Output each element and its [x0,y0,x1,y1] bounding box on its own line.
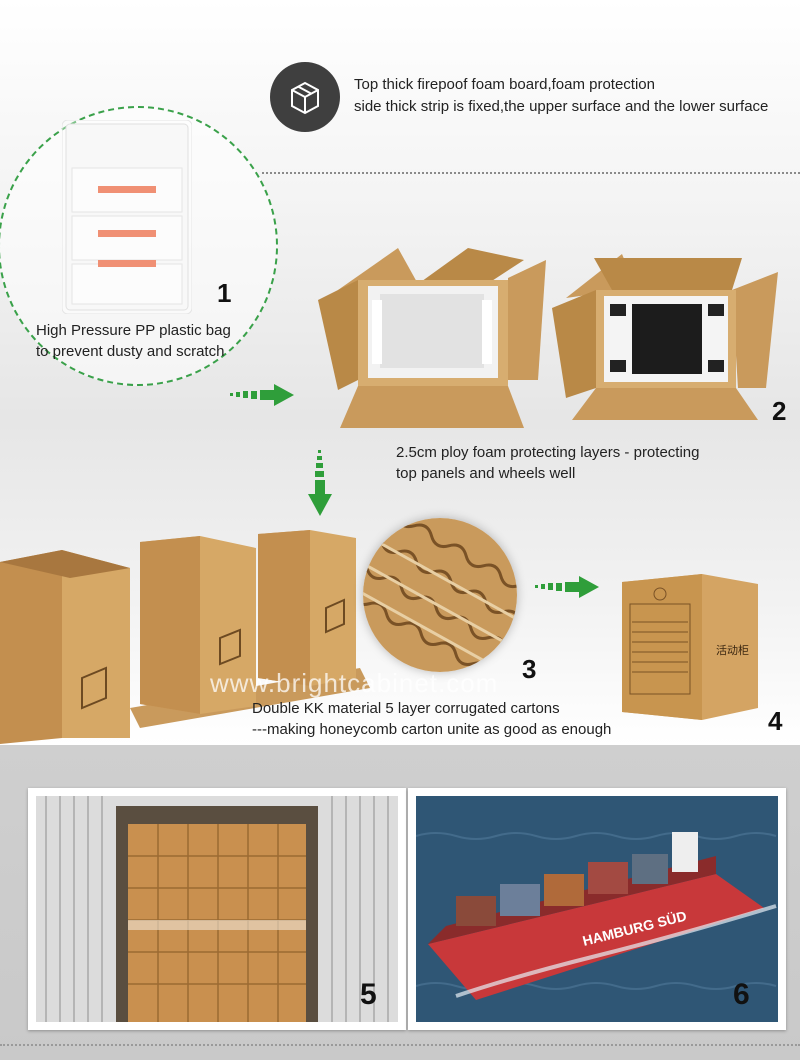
step5-number: 5 [360,978,377,1011]
arrow-right-icon [230,384,294,406]
cabinet-in-bag-image [62,120,192,314]
corrugated-layers-closeup-image [363,518,517,672]
container-ship-photo: HAMBURG SÜD [408,788,786,1030]
step1-line-2: to prevent dusty and scratch [36,343,225,360]
arrow-right-icon [535,576,599,598]
arrow-down-icon [308,450,332,516]
step2-text: 2.5cm ploy foam protecting layers - prot… [396,442,699,484]
corrugated-cartons-image [0,530,370,744]
step2-line-1: 2.5cm ploy foam protecting layers - prot… [396,444,700,461]
header-description: Top thick firepoof foam board,foam prote… [354,74,768,118]
divider [262,172,800,174]
open-carton-wheels-foam-image [552,254,778,420]
step3-line-1: Double KK material 5 layer corrugated ca… [252,700,560,717]
step1-text: High Pressure PP plastic bag to prevent … [36,320,231,362]
header-line-2: side thick strip is fixed,the upper surf… [354,98,769,115]
step2-line-2: top panels and wheels well [396,465,576,482]
step4-number: 4 [768,706,783,736]
step3-number: 3 [522,654,537,684]
watermark: www.brightcabinet.com [210,668,499,698]
bottom-divider [0,1044,800,1046]
container-loading-photo [28,788,406,1030]
box-icon [270,62,340,132]
step1-line-1: High Pressure PP plastic bag [36,322,231,339]
step1-number: 1 [217,278,232,308]
step2-number: 2 [772,396,787,426]
carton-label: 活动柜 [716,645,749,657]
open-carton-top-foam-image [318,248,546,428]
header-line-1: Top thick firepoof foam board,foam prote… [354,76,655,93]
step3-text: Double KK material 5 layer corrugated ca… [252,698,611,740]
step6-number: 6 [733,978,750,1011]
sealed-carton-image [622,574,758,720]
step3-line-2: ---making honeycomb carton unite as good… [252,721,612,738]
